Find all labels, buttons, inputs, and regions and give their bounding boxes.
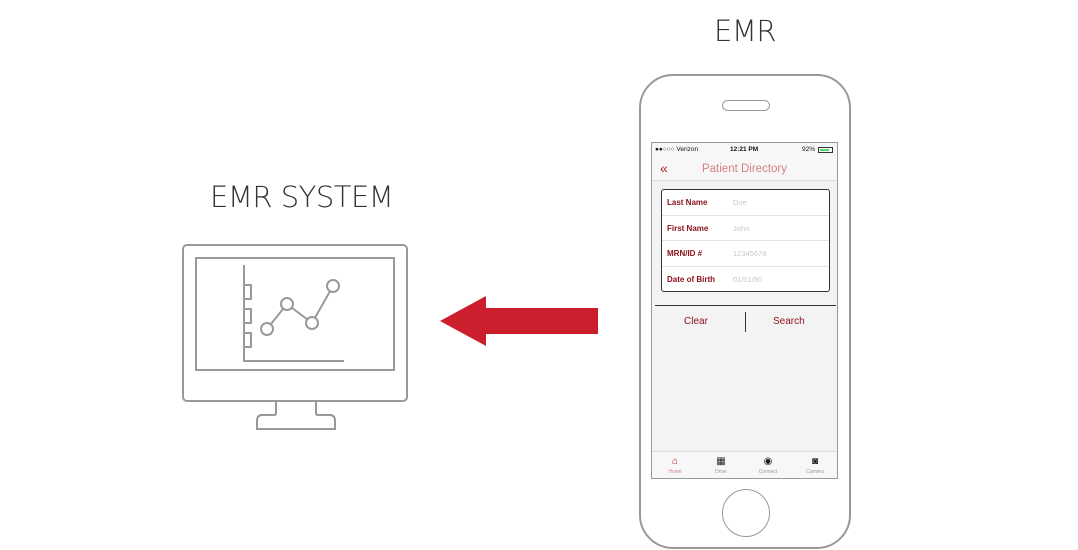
mrn-row[interactable]: MRN/ID # 12345678 [662,241,829,267]
last-name-row[interactable]: Last Name Doe [662,190,829,216]
status-battery-level: 92% [801,146,815,153]
phone-screen: ●●○○○ Verizon 12:21 PM 92% « Patient Dir… [651,142,838,479]
tab-camera[interactable]: ◙ Camera [792,452,837,475]
home-icon: ⌂ [671,456,679,467]
tab-home[interactable]: ⌂ Home [652,452,698,475]
camera-icon: ◙ [811,456,819,467]
emr-system-label: EMR SYSTEM [210,180,394,214]
last-name-label: Last Name [667,198,708,207]
tab-connect-label: Connect [758,469,778,475]
status-bar: ●●○○○ Verizon 12:21 PM 92% [652,143,837,157]
action-separator [745,312,746,332]
dob-row[interactable]: Date of Birth 01/01/90 [662,267,829,293]
tab-camera-label: Camera [806,469,824,475]
emr-label: EMR [714,14,777,48]
last-name-field[interactable]: Doe [733,198,747,207]
tab-bar: ⌂ Home ▦ Drive ◉ Connect ◙ Camera [652,451,837,478]
tab-home-label: Home [668,469,682,475]
tab-drive-label: Drive [715,469,727,475]
patient-search-form: Last Name Doe First Name John MRN/ID # 1… [661,189,830,292]
page-title: Patient Directory [701,163,787,175]
chart-icon [243,265,344,362]
mrn-field[interactable]: 12345678 [733,249,767,258]
drive-icon: ▦ [716,456,726,467]
back-icon[interactable]: « [660,160,668,176]
phone-speaker [722,100,770,111]
tab-connect[interactable]: ◉ Connect [745,452,791,475]
tab-drive[interactable]: ▦ Drive [698,452,744,475]
battery-icon [818,147,833,153]
dob-field[interactable]: 01/01/90 [733,274,763,284]
status-carrier: ●●○○○ Verizon [655,146,699,153]
nav-bar: « Patient Directory [652,157,837,181]
arrow-left-icon [440,296,598,346]
divider [655,305,836,306]
first-name-label: First Name [667,223,709,233]
connect-icon: ◉ [763,456,773,467]
phone-home-button[interactable] [722,489,770,537]
first-name-row[interactable]: First Name John [662,216,829,241]
clear-button[interactable]: Clear [684,316,708,327]
mrn-label: MRN/ID # [667,249,703,258]
dob-label: Date of Birth [667,274,715,284]
monitor-icon [182,244,408,430]
status-time: 12:21 PM [730,146,759,153]
first-name-field[interactable]: John [733,223,750,233]
search-button[interactable]: Search [773,316,805,327]
